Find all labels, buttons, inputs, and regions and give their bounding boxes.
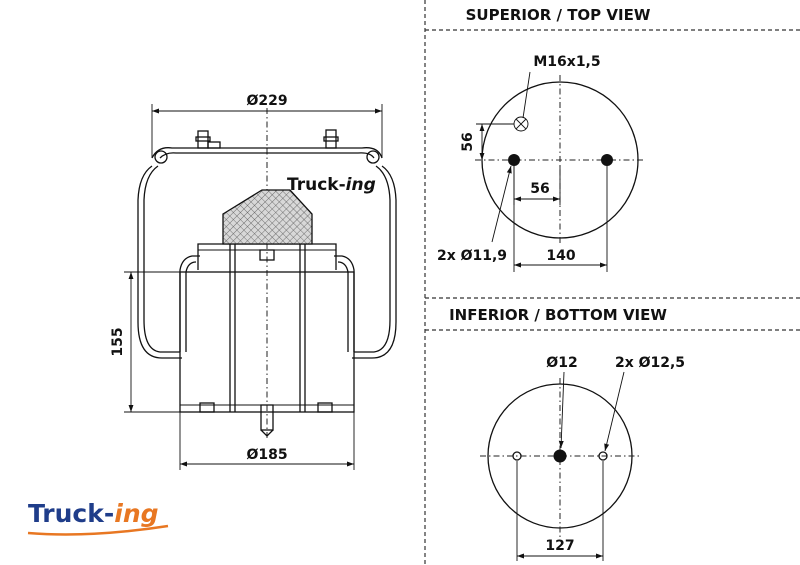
logo-brand-main: Truck- (28, 499, 114, 528)
svg-text:Truck-ing: Truck-ing (28, 499, 159, 528)
label-spacing-top: 140 (546, 248, 575, 264)
watermark-logo: Truck-ing (287, 175, 376, 195)
top-studs (195, 129, 339, 149)
leader-thread (522, 71, 531, 119)
label-side-holes: 2x Ø12,5 (615, 355, 685, 371)
leader-holes (491, 165, 512, 243)
leader-side-holes (604, 371, 625, 452)
svg-text:Truck-ing: Truck-ing (287, 175, 376, 195)
dimension-offset-vertical: 56 (460, 123, 514, 160)
dimension-bottom-diameter: Ø185 (179, 412, 355, 470)
top-view-title: SUPERIOR / TOP VIEW (466, 6, 651, 24)
bottom-view-title: INFERIOR / BOTTOM VIEW (449, 306, 667, 324)
dimension-height: 155 (110, 271, 180, 413)
leader-center-hole (558, 371, 565, 449)
air-spring-section-view (137, 108, 397, 440)
label-offset-horizontal: 56 (530, 181, 549, 197)
dimension-spacing-bottom: 127 (516, 461, 604, 561)
label-bottom-diameter: Ø185 (246, 447, 287, 463)
label-top-diameter: Ø229 (246, 93, 287, 109)
label-center-hole: Ø12 (546, 355, 577, 371)
view-separators (424, 0, 800, 565)
dimension-top-diameter: Ø229 (151, 93, 383, 158)
dimension-offset-horizontal: 56 (513, 166, 561, 205)
watermark-brand-accent: ing (346, 175, 376, 195)
top-view-drawing (475, 75, 645, 245)
label-spacing-bottom: 127 (545, 538, 574, 554)
watermark-brand-main: Truck- (287, 175, 346, 195)
bump-stop (222, 189, 313, 245)
label-offset-vertical: 56 (460, 132, 476, 151)
bottom-view-drawing (480, 378, 640, 540)
label-holes: 2x Ø11,9 (437, 248, 507, 264)
dimension-spacing-top: 140 (513, 166, 608, 272)
label-thread: M16x1,5 (533, 54, 600, 70)
label-height: 155 (110, 327, 126, 356)
brand-logo: Truck-ing (27, 499, 169, 536)
logo-brand-accent: ing (114, 499, 158, 528)
